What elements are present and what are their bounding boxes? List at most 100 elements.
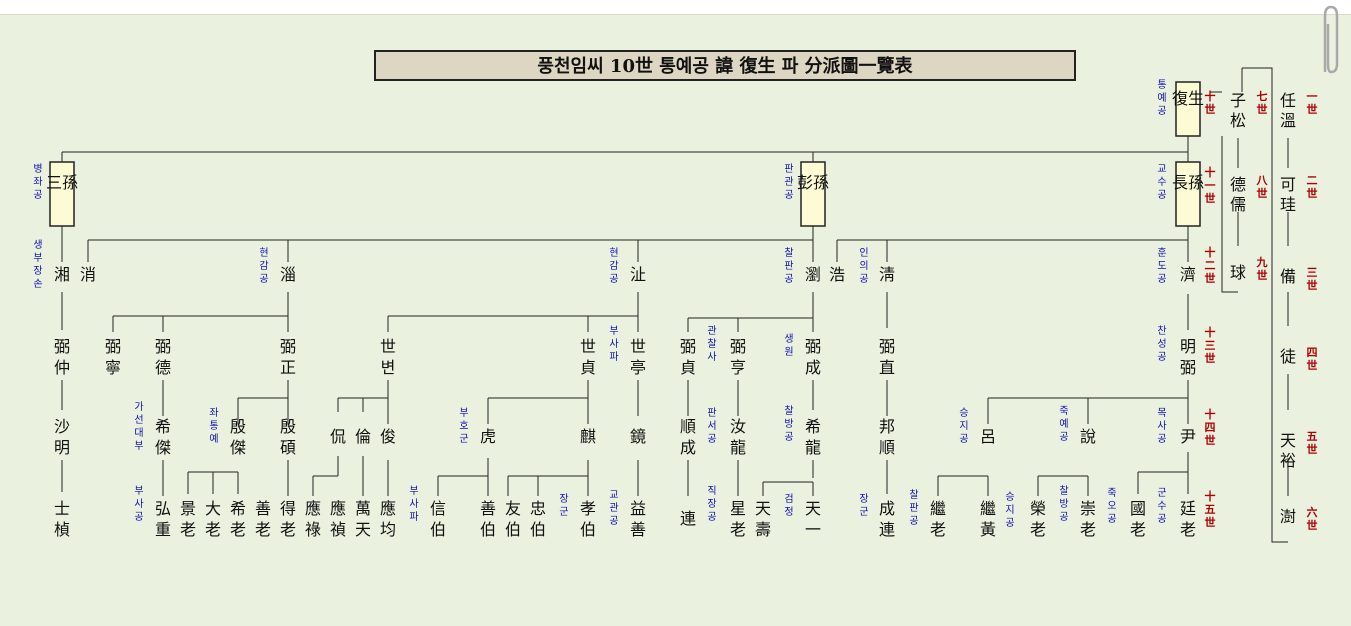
- svg-text:應: 應: [380, 499, 396, 518]
- svg-text:정: 정: [784, 506, 793, 518]
- person-bangshun: 邦順: [879, 417, 895, 457]
- svg-text:順: 順: [680, 417, 696, 436]
- svg-text:군: 군: [1157, 487, 1166, 499]
- svg-text:士: 士: [54, 499, 70, 518]
- paperclip-icon: [1323, 5, 1339, 74]
- note-jikjang: 직장공: [707, 485, 716, 523]
- svg-text:사: 사: [134, 498, 143, 510]
- svg-text:부: 부: [409, 486, 418, 497]
- svg-text:사: 사: [707, 351, 716, 363]
- person-qing: 淸: [879, 265, 895, 284]
- note-busa1: 부사파: [609, 326, 618, 363]
- person-jing: 鏡: [630, 427, 646, 446]
- note-gyogwan: 교관공: [609, 490, 618, 527]
- svg-text:老: 老: [180, 520, 196, 539]
- svg-text:좌: 좌: [33, 176, 42, 188]
- note-seungji2: 승지공: [1005, 491, 1014, 529]
- svg-text:군: 군: [459, 433, 468, 445]
- svg-text:공: 공: [707, 511, 716, 523]
- svg-text:澍: 澍: [1280, 507, 1296, 526]
- svg-text:弼: 弼: [879, 337, 895, 356]
- svg-text:방: 방: [784, 418, 793, 430]
- person-wantian: 萬天: [355, 499, 371, 539]
- svg-text:均: 均: [380, 520, 396, 539]
- svg-text:楨: 楨: [54, 520, 70, 539]
- svg-text:備: 備: [1280, 267, 1296, 286]
- gen-label-14: 十四世: [1205, 407, 1216, 447]
- svg-text:侃: 侃: [330, 427, 346, 446]
- mid-lineage-name-8: 德儒: [1230, 175, 1246, 214]
- person-shizhen: 世貞: [580, 337, 596, 377]
- person-yinglu: 應祿: [305, 499, 321, 539]
- person-zhi: 沚: [630, 265, 646, 284]
- svg-text:希: 希: [155, 417, 171, 436]
- svg-text:明: 明: [54, 438, 70, 457]
- svg-text:현: 현: [609, 247, 618, 259]
- svg-text:지: 지: [959, 420, 968, 432]
- svg-text:裕: 裕: [1280, 451, 1296, 470]
- svg-text:弼: 弼: [680, 337, 696, 356]
- person-xinglao: 星老: [730, 499, 746, 539]
- svg-text:공: 공: [959, 433, 968, 445]
- person-jihuang: 繼黃: [980, 499, 996, 539]
- note-panseo: 판서공: [707, 407, 716, 445]
- svg-text:仲: 仲: [54, 358, 70, 377]
- svg-text:殷: 殷: [280, 417, 296, 436]
- gen-label-6: 六世: [1307, 505, 1318, 532]
- svg-text:亨: 亨: [730, 358, 746, 377]
- svg-text:世: 世: [1307, 102, 1318, 116]
- svg-text:伯: 伯: [505, 520, 521, 539]
- svg-text:祿: 祿: [305, 520, 321, 539]
- svg-text:三孫: 三孫: [46, 173, 78, 192]
- svg-text:공: 공: [1059, 511, 1068, 523]
- svg-text:世: 世: [580, 337, 596, 356]
- svg-text:가: 가: [134, 401, 143, 413]
- box-pengsun: 彭孫: [797, 161, 829, 227]
- svg-text:공: 공: [909, 515, 918, 527]
- svg-text:汝: 汝: [730, 417, 746, 436]
- note-janggun1: 장군: [859, 493, 868, 518]
- svg-text:伯: 伯: [580, 520, 596, 539]
- svg-text:예: 예: [1059, 418, 1068, 430]
- person-bi_zhen: 弼貞: [680, 337, 696, 377]
- note-chalbang2: 찰방공: [784, 405, 793, 443]
- svg-text:五: 五: [1307, 430, 1318, 443]
- person-xiaobo: 孝伯: [580, 499, 596, 539]
- svg-text:공: 공: [784, 189, 793, 201]
- svg-text:倫: 倫: [355, 427, 371, 446]
- svg-text:교: 교: [1157, 164, 1166, 175]
- svg-text:淸: 淸: [879, 265, 895, 284]
- svg-text:傑: 傑: [155, 438, 171, 457]
- svg-text:可: 可: [1280, 175, 1296, 194]
- svg-text:壽: 壽: [755, 520, 771, 539]
- person-bi_zhong: 弼仲: [54, 337, 70, 377]
- svg-text:판: 판: [909, 502, 918, 514]
- svg-text:찰: 찰: [784, 405, 793, 417]
- note-gwanchalsa: 관찰사: [707, 325, 716, 363]
- svg-text:생: 생: [784, 333, 793, 345]
- title-text: 풍천임씨 10世 통예공 諱 復生 파 分派圖一覽表: [537, 55, 913, 77]
- svg-text:貞: 貞: [580, 358, 596, 377]
- person-xilong: 希龍: [805, 417, 821, 457]
- svg-text:예: 예: [209, 433, 218, 445]
- svg-text:공: 공: [609, 515, 618, 527]
- svg-text:直: 直: [879, 358, 895, 377]
- note-jwatongye: 좌통예: [209, 407, 218, 445]
- svg-text:世: 世: [1205, 271, 1216, 285]
- svg-text:十: 十: [1205, 165, 1216, 179]
- svg-text:장: 장: [33, 265, 42, 277]
- svg-text:통: 통: [1157, 79, 1166, 91]
- svg-text:萬: 萬: [355, 499, 371, 518]
- person-liu: 瀏: [805, 265, 821, 284]
- person-rulong: 汝龍: [730, 417, 746, 457]
- svg-text:파: 파: [609, 351, 618, 363]
- svg-text:좌: 좌: [209, 407, 218, 419]
- svg-text:판: 판: [784, 163, 793, 175]
- svg-text:亭: 亭: [630, 358, 646, 377]
- person-xijie: 希傑: [155, 417, 171, 457]
- svg-text:俊: 俊: [380, 427, 396, 446]
- note-buho: 부호군: [459, 408, 468, 445]
- svg-text:관: 관: [707, 325, 716, 337]
- svg-text:四: 四: [1205, 421, 1216, 434]
